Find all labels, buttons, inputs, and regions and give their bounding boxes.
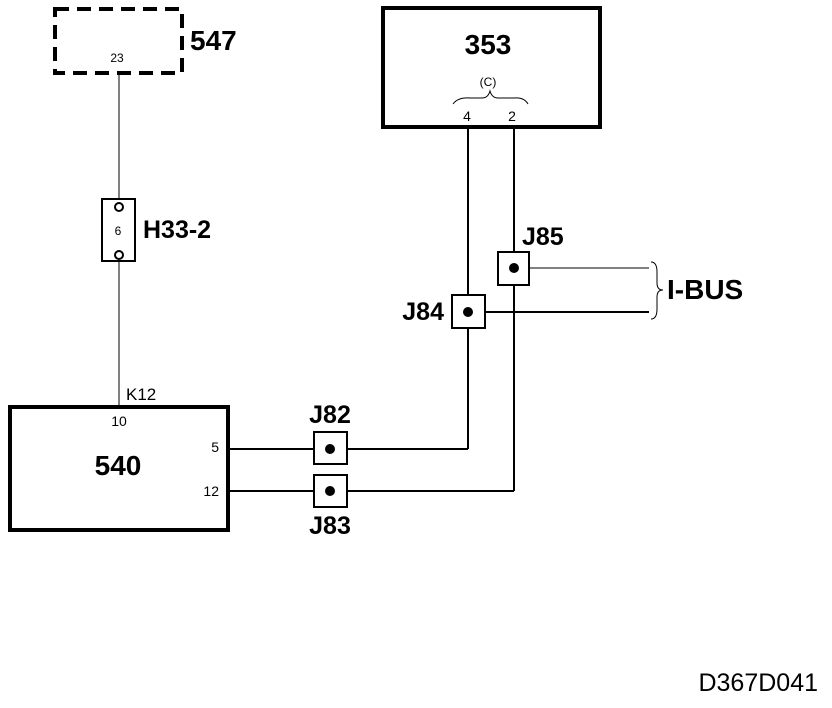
component-353-pin-2: 2 (508, 108, 516, 124)
junction-j84-label: J84 (402, 298, 444, 326)
component-547-label: 547 (190, 25, 237, 56)
component-547: 23 547 (53, 7, 237, 75)
junction-j83-dot (325, 486, 335, 496)
component-540-pin-10: 10 (111, 413, 127, 429)
component-353-box (381, 6, 602, 129)
component-353-pin-brace (452, 89, 529, 105)
ibus-brace (650, 261, 664, 320)
component-353-pin-4: 4 (463, 108, 471, 124)
component-547-pin: 23 (110, 51, 124, 65)
junction-j84: J84 (402, 294, 486, 329)
inline-connector-h33-2: 6 H33-2 (101, 198, 211, 262)
component-353: 353 (C) 4 2 (381, 6, 602, 129)
junction-j85: J85 (497, 223, 564, 286)
junction-j82-label: J82 (309, 401, 351, 429)
diagram-id: D367D041 (698, 669, 818, 697)
component-353-label: 353 (465, 29, 512, 60)
inline-connector-pin-bottom (114, 250, 124, 260)
component-547-box (53, 7, 184, 75)
inline-connector-pin-label: 6 (115, 224, 122, 238)
junction-j84-dot (463, 307, 473, 317)
component-540-connector-label: K12 (126, 385, 156, 404)
junction-j82: J82 (309, 401, 351, 465)
component-540-label: 540 (95, 450, 142, 481)
inline-connector-label: H33-2 (143, 216, 211, 244)
junction-j85-dot (509, 263, 519, 273)
junction-j82-dot (325, 444, 335, 454)
component-540-pin-5: 5 (211, 439, 219, 455)
component-540: 10 540 5 12 (8, 405, 230, 532)
junction-j83: J83 (309, 474, 351, 540)
ibus-label: I-BUS (667, 274, 743, 305)
junction-j85-label: J85 (522, 223, 564, 251)
inline-connector-pin-top (114, 202, 124, 212)
component-353-connector-label: (C) (480, 75, 497, 89)
component-540-box (8, 405, 230, 532)
component-540-pin-12: 12 (203, 483, 219, 499)
junction-j83-label: J83 (309, 512, 351, 540)
